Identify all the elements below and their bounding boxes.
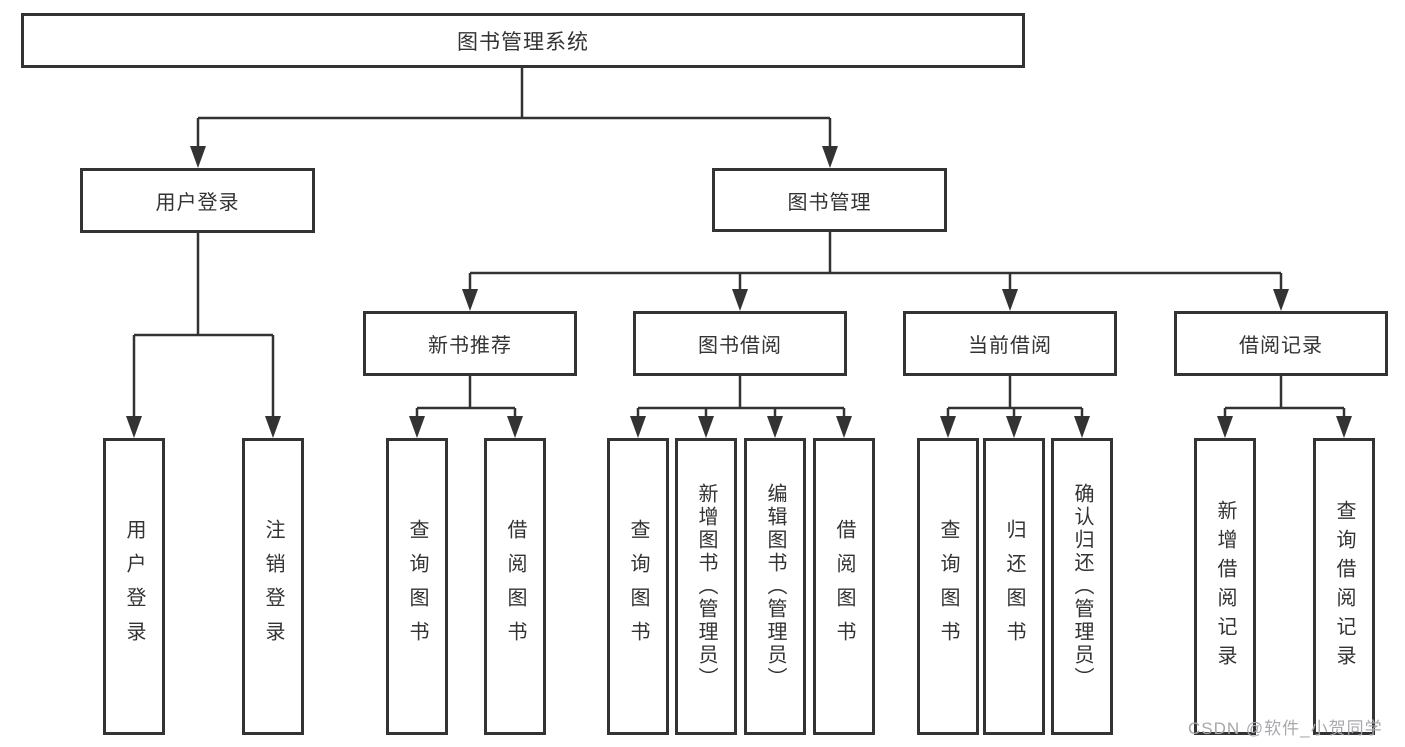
leaf-query-books-borrow: 查询图书: [607, 438, 669, 735]
leaf-confirm-return-admin: 确认归还（管理员）: [1051, 438, 1113, 735]
leaf-edit-books-admin: 编辑图书（管理员）: [744, 438, 806, 735]
leaf-query-books-recommend: 查询图书: [386, 438, 448, 735]
node-label: 新增图书（管理员）: [695, 483, 717, 690]
arrow-icon: [126, 416, 142, 438]
leaf-logout: 注销登录: [242, 438, 304, 735]
node-label: 借阅图书: [504, 518, 526, 655]
arrow-icon: [822, 146, 838, 168]
node-label: 新增借阅记录: [1214, 499, 1236, 674]
leaf-borrow-books: 借阅图书: [813, 438, 875, 735]
arrow-icon: [732, 289, 748, 311]
node-label: 确认归还（管理员）: [1071, 483, 1093, 690]
node-current-borrow: 当前借阅: [903, 311, 1117, 376]
arrowheads: [126, 146, 1352, 438]
leaf-borrow-books-recommend: 借阅图书: [484, 438, 546, 735]
node-borrow-records: 借阅记录: [1174, 311, 1388, 376]
node-label: 新书推荐: [428, 335, 512, 357]
arrow-icon: [767, 416, 783, 438]
node-label: 用户登录: [123, 518, 145, 655]
arrow-icon: [1336, 416, 1352, 438]
arrow-icon: [836, 416, 852, 438]
arrow-icon: [1217, 416, 1233, 438]
arrow-icon: [462, 289, 478, 311]
node-label: 查询图书: [627, 518, 649, 655]
node-label: 查询图书: [406, 518, 428, 655]
node-root-library-system: 图书管理系统: [21, 13, 1025, 68]
node-label: 借阅记录: [1239, 335, 1323, 357]
node-label: 图书管理系统: [457, 30, 589, 54]
leaf-return-books: 归还图书: [983, 438, 1045, 735]
leaf-query-borrow-record: 查询借阅记录: [1313, 438, 1375, 735]
node-label: 当前借阅: [968, 335, 1052, 357]
node-label: 图书管理: [787, 191, 872, 214]
leaf-user-login: 用户登录: [103, 438, 165, 735]
node-book-borrow: 图书借阅: [633, 311, 847, 376]
node-label: 归还图书: [1003, 518, 1025, 655]
arrow-icon: [1002, 289, 1018, 311]
arrow-icon: [1273, 289, 1289, 311]
arrow-icon: [630, 416, 646, 438]
node-label: 用户登录: [155, 192, 240, 214]
node-user-login: 用户登录: [80, 168, 315, 233]
node-label: 查询图书: [937, 518, 959, 655]
node-new-book-recommend: 新书推荐: [363, 311, 577, 376]
arrow-icon: [190, 146, 206, 168]
arrow-icon: [265, 416, 281, 438]
leaf-query-books-current: 查询图书: [917, 438, 979, 735]
leaf-add-books-admin: 新增图书（管理员）: [675, 438, 737, 735]
leaf-add-borrow-record: 新增借阅记录: [1194, 438, 1256, 735]
node-label: 图书借阅: [698, 335, 782, 357]
arrow-icon: [940, 416, 956, 438]
arrow-icon: [1006, 416, 1022, 438]
arrow-icon: [507, 416, 523, 438]
node-label: 查询借阅记录: [1333, 499, 1355, 674]
node-label: 编辑图书（管理员）: [764, 483, 786, 690]
node-label: 借阅图书: [833, 518, 855, 655]
arrow-icon: [1074, 416, 1090, 438]
node-book-management: 图书管理: [712, 168, 947, 232]
node-label: 注销登录: [262, 518, 284, 655]
csdn-watermark: CSDN @软件_小贺同学: [1188, 719, 1383, 738]
arrow-icon: [409, 416, 425, 438]
arrow-icon: [698, 416, 714, 438]
